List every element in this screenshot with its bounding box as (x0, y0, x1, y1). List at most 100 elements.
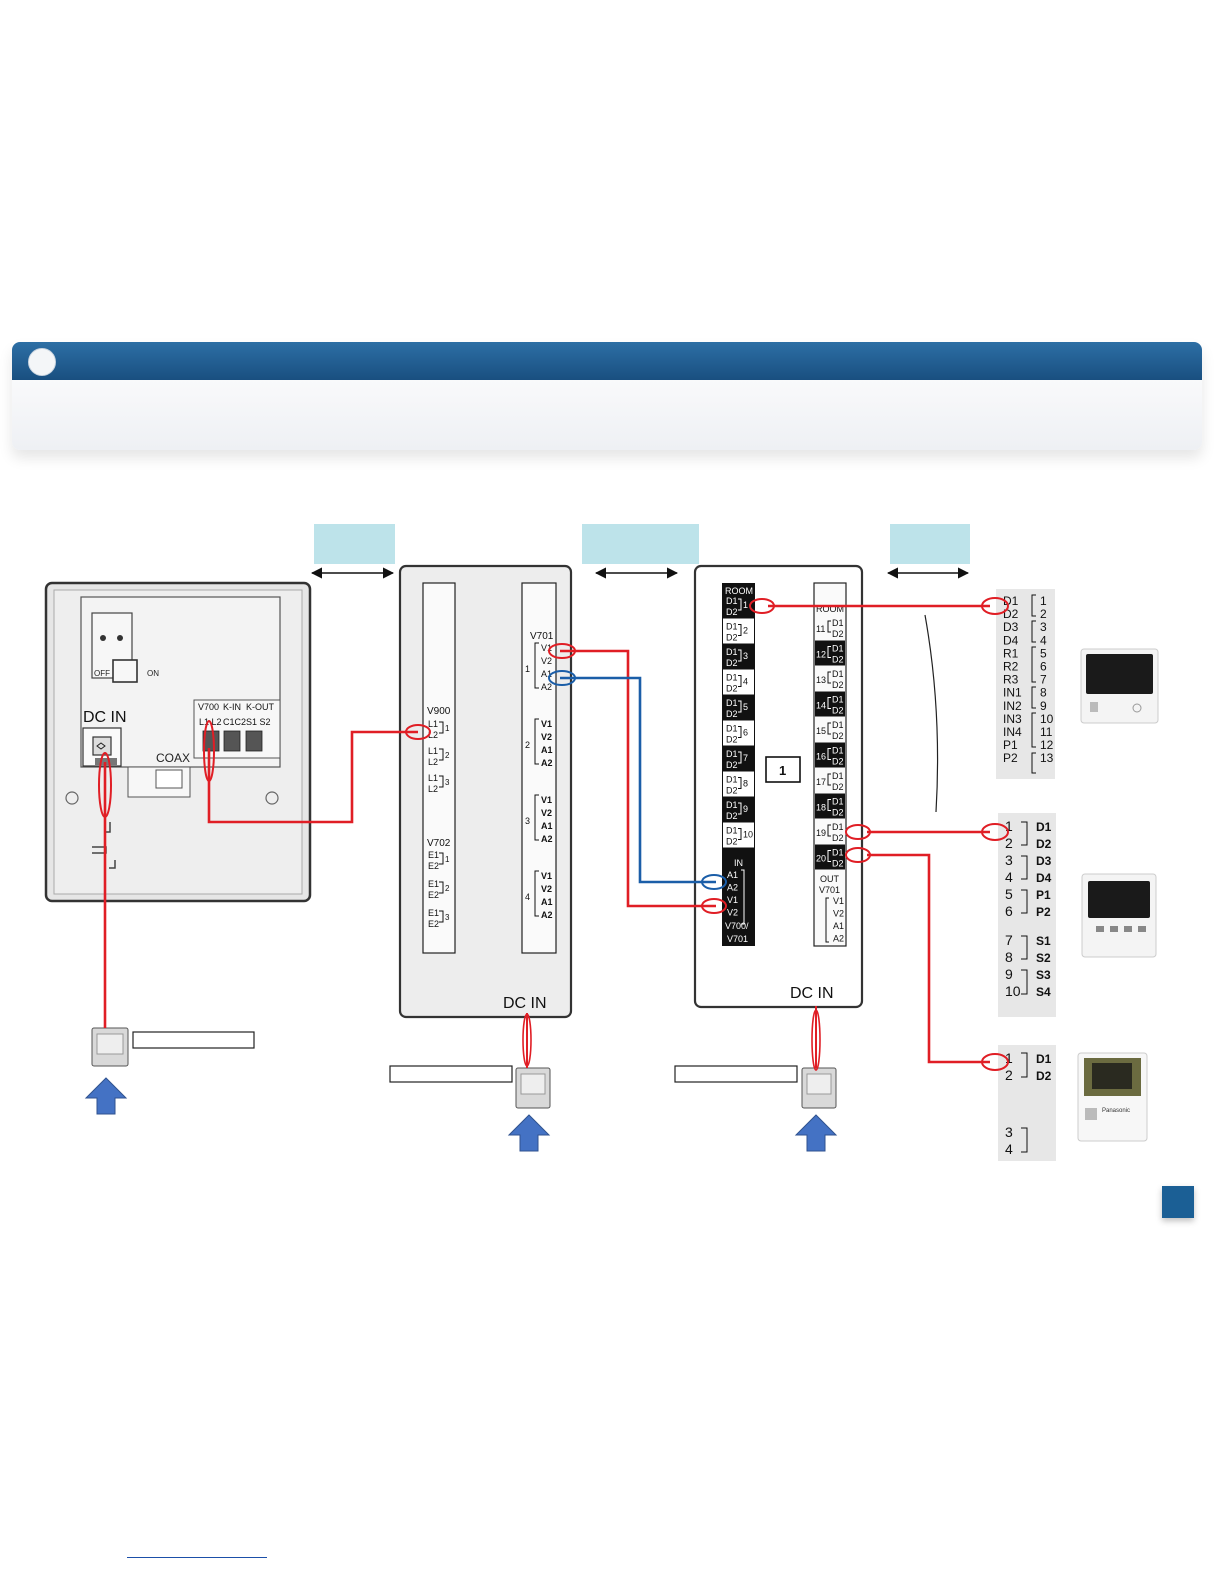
adapter-label-box-3 (674, 1065, 798, 1083)
v701-pin-label: A2 (541, 682, 552, 692)
monitor2-terminal-label: D3 (1036, 854, 1052, 868)
room-pin-d2: D2 (726, 735, 738, 745)
pair-bracket (738, 777, 742, 789)
page-number-box (1162, 1186, 1194, 1218)
room-pin-d1: D1 (832, 669, 844, 679)
monitor2-terminal-label: S4 (1036, 985, 1051, 999)
unit-number: 1 (779, 763, 786, 778)
v900-pair-number: 1 (445, 724, 450, 733)
room-number: 11 (816, 624, 825, 634)
room-slot-bg (815, 844, 845, 870)
monitor3-terminal-number: 4 (1005, 1141, 1013, 1157)
footer-link-underline[interactable] (127, 1557, 267, 1558)
room-label-right: ROOM (816, 604, 844, 614)
monitor3-terminal-number: 3 (1005, 1124, 1013, 1140)
room-number: 17 (816, 777, 826, 787)
power-switch[interactable] (112, 659, 138, 683)
pair-bracket (827, 646, 831, 658)
out-pin-label: A1 (833, 921, 844, 931)
pair-bracket (738, 700, 742, 713)
monitor3-device-image: Panasonic (1077, 1052, 1148, 1142)
unit-number-box (765, 756, 801, 783)
room-pin-d1: D1 (832, 695, 844, 705)
main-unit: OFF ON DC IN COAX V700 K-IN K-OUT L1 L2 … (44, 581, 312, 903)
v702-label: V702 (427, 838, 451, 849)
monitor1-terminal-label: IN2 (1003, 699, 1022, 713)
pair-bracket (827, 697, 831, 709)
room-slot-bg (723, 822, 754, 848)
power-arrow-icon-3 (794, 1114, 838, 1152)
monitor1-terminal-number: 9 (1040, 699, 1047, 713)
pair-bracket (439, 852, 444, 865)
pair-bracket (827, 671, 831, 684)
monitor2-terminal-label: D1 (1036, 820, 1052, 834)
room-number: 2 (743, 626, 748, 636)
v701-pin-label: V2 (541, 656, 552, 666)
monitor1-terminal-label: IN4 (1003, 725, 1022, 739)
monitor3-brand: Panasonic (1102, 1108, 1130, 1114)
monitor1-terminal-label: R3 (1003, 673, 1019, 687)
monitor2-terminal-label: S3 (1036, 968, 1051, 982)
monitor1-terminal-number: 7 (1040, 673, 1047, 687)
monitor1-terminal-number: 2 (1040, 607, 1047, 621)
monitor1-terminal-label: R1 (1003, 646, 1019, 660)
monitor1-terminal-label: D4 (1003, 633, 1019, 647)
wire-video-v1v2 (560, 649, 716, 908)
v900-pin-label: L2 (428, 784, 438, 794)
monitor1-device-image (1080, 648, 1159, 724)
v701-pin-label: V1 (541, 871, 552, 881)
room-number: 18 (816, 803, 826, 813)
v702-pin-label: E2 (428, 890, 439, 900)
monitor1-terminal-label: D3 (1003, 620, 1019, 634)
pair-bracket (439, 748, 444, 761)
pair-bracket (439, 881, 444, 894)
room-pin-d1: D1 (832, 746, 844, 756)
v701-group-number: 1 (525, 664, 530, 674)
monitor1-terminal-label: IN3 (1003, 712, 1022, 726)
monitor3-terminal-label: D1 (1036, 1052, 1052, 1066)
room-pin-d1: D1 (726, 647, 738, 657)
room-number: 20 (816, 854, 826, 864)
v702-pair-number: 1 (445, 855, 450, 864)
v702-pin-label: E2 (428, 919, 439, 929)
v900-pair-number: 2 (445, 751, 450, 760)
group-bracket (534, 794, 539, 841)
v701-pin-label: A1 (541, 669, 552, 679)
v701-group-number: 3 (525, 816, 530, 826)
video-distributor-unit: V900 V702 V701 L1L21L1L22L1L23E1E21E1E22… (398, 564, 573, 1019)
room-pin-d2: D2 (832, 680, 844, 690)
pair-bracket (827, 748, 831, 760)
v701-pin-label: V2 (541, 732, 552, 742)
monitor2-bracket (1021, 855, 1028, 880)
monitor1-bracket (1031, 646, 1036, 683)
monitor2-terminal-label: P2 (1036, 905, 1051, 919)
room-slot-bg (723, 720, 754, 746)
out-sub-label: V701 (819, 885, 840, 895)
monitor2-terminal-number: 1 (1005, 818, 1013, 834)
power-adapter-1 (91, 1027, 129, 1067)
distance-tab-2 (582, 524, 699, 564)
room-switcher-unit: ROOM ROOM D1D21D1D22D1D23D1D24D1D25D1D26… (693, 564, 864, 1009)
in-pin-label: A2 (727, 883, 738, 893)
pair-bracket (738, 675, 742, 687)
monitor1-terminal-number: 12 (1040, 738, 1054, 752)
monitor2-terminal-label: D2 (1036, 837, 1052, 851)
bus-brace (924, 614, 939, 813)
monitor1-bracket (1031, 712, 1036, 748)
v701-pin-label: V1 (541, 643, 552, 653)
unit2-dc-in-label: DC IN (503, 995, 547, 1012)
pair-bracket (738, 624, 742, 636)
monitor1-terminal-number: 6 (1040, 660, 1047, 674)
room-pin-d2: D2 (726, 607, 738, 617)
room-pin-d1: D1 (832, 644, 844, 654)
monitor2-terminal-number: 7 (1005, 932, 1013, 948)
room-number: 4 (743, 677, 748, 687)
monitor3-terminal-number: 1 (1005, 1050, 1013, 1066)
room-number: 1 (743, 600, 748, 610)
monitor1-terminal-number: 5 (1040, 646, 1047, 660)
monitor2-bracket (1021, 889, 1028, 914)
room-pin-d1: D1 (726, 673, 738, 683)
monitor1-terminal-number: 10 (1040, 712, 1054, 726)
terminal-group-k-in: K-IN (223, 702, 241, 712)
